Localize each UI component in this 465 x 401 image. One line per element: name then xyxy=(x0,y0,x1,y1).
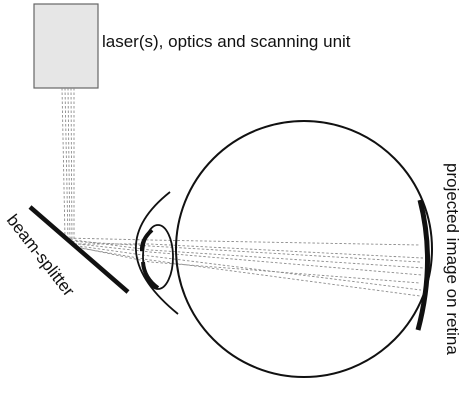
beam-splitter xyxy=(28,205,130,294)
scanning-unit-label: laser(s), optics and scanning unit xyxy=(102,32,351,51)
retina-image xyxy=(415,199,430,331)
incident-beams xyxy=(61,87,75,247)
cornea xyxy=(135,191,179,315)
scanning-unit-box xyxy=(33,3,99,89)
retina-label: projected image on retina xyxy=(443,163,462,355)
eyeball xyxy=(175,120,433,378)
reflected-beams xyxy=(64,237,425,297)
iris-lower xyxy=(141,261,160,290)
beam-splitter-label: beam-splitter xyxy=(3,211,79,300)
lens xyxy=(142,224,174,290)
iris-upper xyxy=(139,228,154,252)
